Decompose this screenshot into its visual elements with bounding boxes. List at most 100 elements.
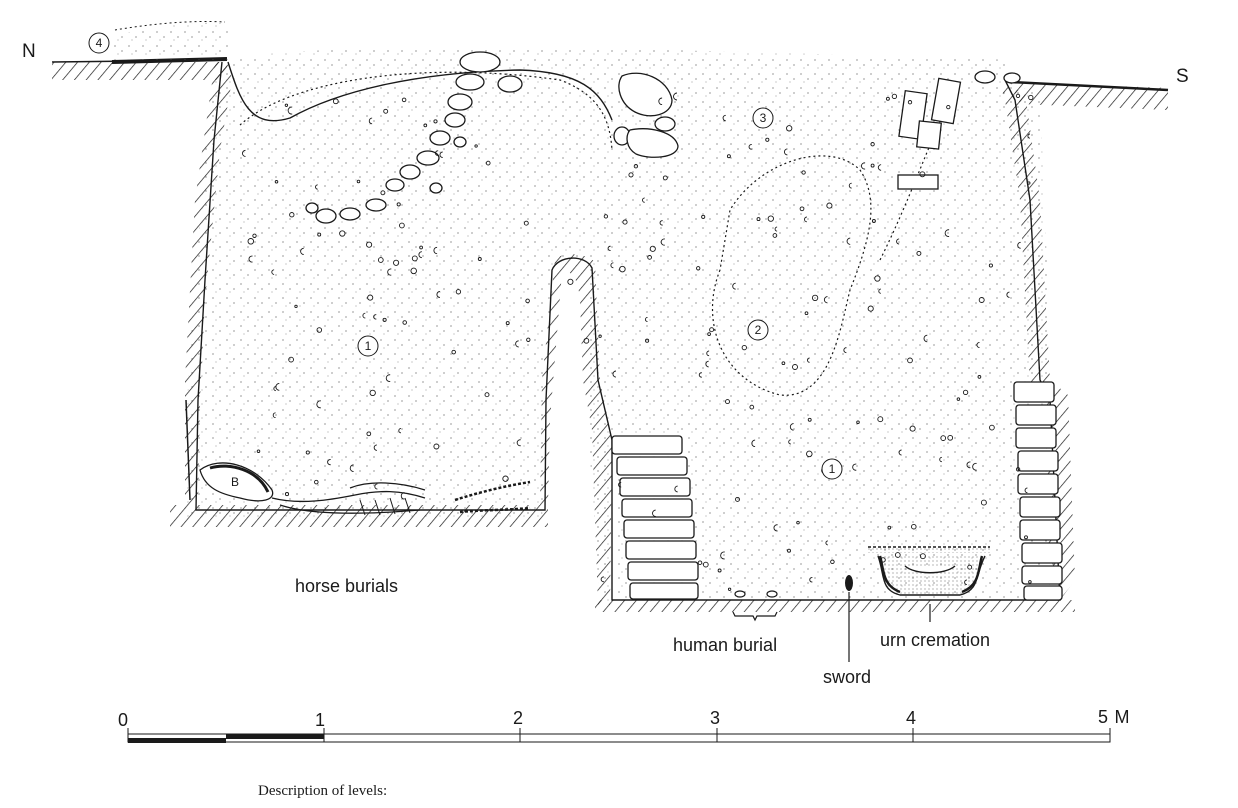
inclusion-mark [439, 151, 443, 158]
inclusion-mark [398, 427, 402, 434]
inclusion-mark [516, 439, 521, 447]
inclusion-mark [411, 255, 418, 262]
inclusion-mark [525, 298, 530, 304]
inclusion-mark [909, 425, 916, 432]
inclusion-mark [989, 424, 995, 431]
human-burial-label: human burial [673, 635, 777, 655]
inclusion-mark [314, 479, 319, 485]
inclusion-mark [523, 220, 529, 226]
inclusion-mark [1015, 467, 1021, 472]
inclusion-mark [399, 222, 405, 229]
inclusion-mark [373, 314, 377, 320]
inclusion-mark [418, 251, 422, 259]
inclusion-mark [610, 262, 614, 269]
ground-surface-south [1009, 80, 1169, 110]
inclusion-mark [645, 338, 650, 343]
layer-marker-3-label: 3 [760, 111, 767, 125]
human-burial-bracket [732, 590, 778, 622]
inclusion-mark [305, 450, 310, 455]
inclusion-mark [380, 190, 386, 196]
inclusion-mark [944, 229, 950, 237]
inclusion-mark [393, 259, 400, 266]
inclusion-mark [382, 317, 387, 322]
inclusion-mark [455, 289, 462, 295]
inclusion-mark [1024, 487, 1028, 494]
inclusion-mark [401, 97, 407, 103]
inclusion-mark [242, 149, 246, 157]
inclusion-mark [966, 461, 971, 469]
inclusion-mark [622, 219, 628, 225]
inclusion-mark [976, 341, 980, 349]
inclusion-mark [366, 431, 372, 437]
inclusion-mark [907, 357, 913, 364]
inclusion-mark [317, 232, 322, 237]
inclusion-mark [652, 509, 656, 517]
inclusion-mark [722, 114, 726, 122]
inclusion-mark [749, 404, 755, 410]
layer-marker-1a: 1 [357, 335, 379, 357]
inclusion-mark [801, 170, 806, 175]
inclusion-mark [647, 255, 652, 260]
scale-unit: M [1115, 707, 1130, 727]
inclusion-mark [786, 125, 793, 132]
inclusion-mark [598, 334, 602, 338]
inclusion-mark [907, 100, 913, 105]
inclusion-mark [877, 416, 884, 423]
inclusion-mark [946, 104, 951, 110]
inclusion-mark [871, 219, 876, 223]
stone-rubble-center [613, 72, 679, 158]
inclusion-mark [1006, 291, 1010, 298]
skull-mark-label: B [231, 475, 239, 489]
inclusion-mark [809, 577, 813, 583]
inclusion-mark [284, 492, 290, 497]
inclusion-mark [878, 288, 882, 294]
inclusion-mark [387, 268, 392, 276]
inclusion-mark [275, 382, 280, 391]
inclusion-mark [252, 233, 257, 238]
scale-bar: 0 1 2 3 4 5 M [118, 707, 1130, 743]
layer-3-boundary [239, 71, 951, 396]
inclusion-mark [877, 164, 882, 171]
inclusion-mark [369, 389, 376, 397]
inclusion-mark [843, 347, 847, 354]
sword [845, 575, 853, 662]
stone-lining-left [611, 435, 699, 600]
inclusion-mark [288, 356, 294, 363]
inclusion-mark [848, 182, 852, 189]
inclusion-mark [410, 267, 417, 275]
inclusion-mark [274, 180, 279, 184]
inclusion-mark [852, 463, 857, 471]
inclusion-mark [806, 450, 813, 458]
inclusion-mark [825, 540, 829, 546]
inclusion-mark [789, 423, 794, 431]
inclusion-mark [748, 144, 752, 150]
inclusion-mark [1028, 94, 1034, 101]
inclusion-mark [972, 462, 977, 471]
inclusion-mark [799, 206, 805, 212]
sword-label: sword [823, 667, 871, 687]
scale-tick-3: 3 [710, 708, 720, 728]
inclusion-mark [1017, 241, 1021, 249]
inclusion-mark [891, 93, 898, 100]
inclusion-mark [607, 245, 611, 251]
inclusion-mark [659, 220, 663, 226]
inclusion-mark [433, 443, 440, 450]
urn-cremation-label: urn cremation [880, 630, 990, 650]
inclusion-mark [374, 483, 378, 490]
inclusion-mark [887, 525, 892, 530]
horse-burials-label: horse burials [295, 576, 398, 596]
inclusion-mark [735, 496, 740, 502]
inclusion-mark [784, 148, 788, 156]
inclusion-mark [919, 553, 926, 560]
inclusion-mark [726, 154, 731, 159]
inclusion-mark [619, 265, 626, 273]
inclusion-mark [247, 238, 255, 245]
inclusion-mark [256, 449, 261, 453]
stone-lining-right [1013, 381, 1063, 601]
inclusion-mark [349, 464, 354, 473]
stone-rubble-south [897, 70, 1021, 190]
inclusion-mark [271, 269, 275, 275]
inclusion-mark [402, 320, 407, 325]
inclusion-mark [741, 344, 747, 351]
